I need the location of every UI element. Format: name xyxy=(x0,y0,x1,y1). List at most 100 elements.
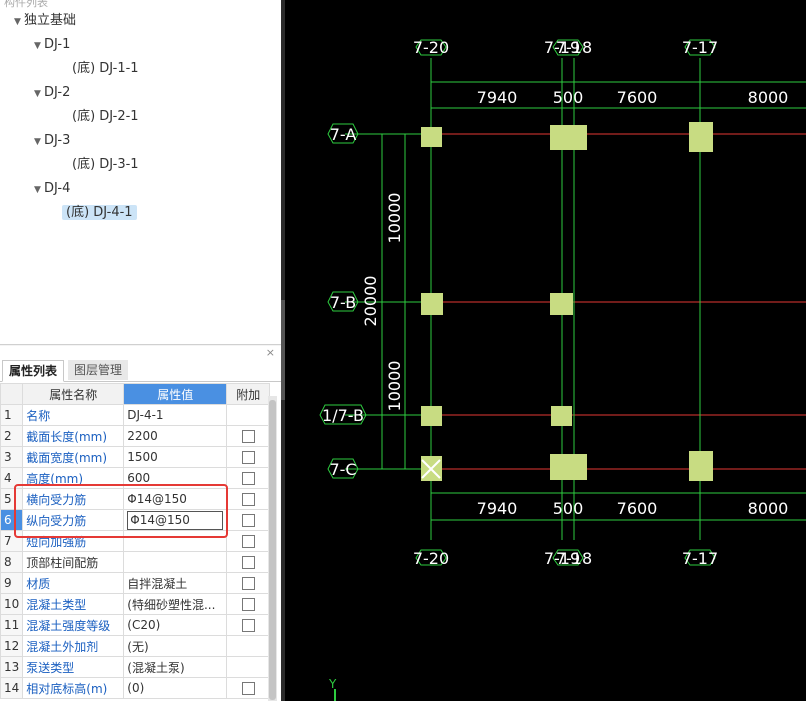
component-tree: 构件列表 ▼独立基础 ▼DJ-1 (底) DJ-1-1 ▼DJ-2 (底) DJ… xyxy=(0,0,282,345)
tree-node-dj3[interactable]: ▼DJ-3 xyxy=(34,131,70,151)
footing[interactable] xyxy=(550,125,587,150)
property-name: 截面宽度(mm) xyxy=(22,446,125,468)
property-value[interactable]: (混凝土泵) xyxy=(123,656,228,678)
add-checkbox[interactable] xyxy=(241,619,255,632)
add-cell xyxy=(226,467,271,489)
dim-label: 8000 xyxy=(748,88,789,107)
left-panel: 构件列表 ▼独立基础 ▼DJ-1 (底) DJ-1-1 ▼DJ-2 (底) DJ… xyxy=(0,0,283,701)
property-name: 相对底标高(m) xyxy=(22,677,125,699)
table-row[interactable]: 4 高度(mm) 600 xyxy=(0,467,271,489)
property-value[interactable]: (无) xyxy=(123,635,228,657)
tree-node-label: DJ-1 xyxy=(44,37,71,52)
caret-down-icon[interactable]: ▼ xyxy=(34,185,41,195)
dim-label: 7940 xyxy=(477,499,518,518)
footing[interactable] xyxy=(689,451,713,481)
scrollbar-thumb[interactable] xyxy=(269,400,276,700)
tree-node-dj2[interactable]: ▼DJ-2 xyxy=(34,83,70,103)
table-row[interactable]: 3 截面宽度(mm) 1500 xyxy=(0,446,271,468)
tree-leaf-dj2-1[interactable]: (底) DJ-2-1 xyxy=(72,107,139,127)
add-checkbox[interactable] xyxy=(241,598,255,611)
property-name: 名称 xyxy=(22,404,125,426)
table-row[interactable]: 10 混凝土类型 (特细砂塑性混... xyxy=(0,593,271,615)
tab-layer-manager[interactable]: 图层管理 xyxy=(68,360,129,380)
add-checkbox[interactable] xyxy=(241,472,255,485)
add-cell xyxy=(226,593,271,615)
property-value[interactable]: 2200 xyxy=(123,425,228,447)
add-checkbox[interactable] xyxy=(241,682,255,695)
axis-label: 7-19 xyxy=(544,549,580,568)
close-icon[interactable]: × xyxy=(265,346,275,359)
axis-bubble xyxy=(327,291,359,312)
caret-down-icon[interactable]: ▼ xyxy=(34,137,41,147)
tab-property-list[interactable]: 属性列表 xyxy=(2,360,65,382)
property-value[interactable]: (C20) xyxy=(123,614,228,636)
property-value[interactable]: (特细砂塑性混... xyxy=(123,593,228,615)
add-checkbox[interactable] xyxy=(241,514,255,527)
table-row[interactable]: 14 相对底标高(m) (0) xyxy=(0,677,271,699)
axis-bubble xyxy=(327,123,359,144)
footings[interactable] xyxy=(421,122,713,481)
table-row[interactable]: 11 混凝土强度等级 (C20) xyxy=(0,614,271,636)
splitter-grip[interactable] xyxy=(281,300,285,400)
table-row[interactable]: 9 材质 自拌混凝土 xyxy=(0,572,271,594)
footing[interactable] xyxy=(551,406,572,426)
property-value[interactable]: Φ14@150 xyxy=(123,488,228,510)
tree-node-label: DJ-4 xyxy=(44,181,71,196)
axis-label: 7-C xyxy=(329,460,356,479)
table-row[interactable]: 8 顶部柱间配筋 xyxy=(0,551,271,573)
dim-label: 7940 xyxy=(477,88,518,107)
footing[interactable] xyxy=(550,293,573,315)
axis-label: 7-17 xyxy=(682,38,718,57)
property-value-editor[interactable]: Φ14@150 xyxy=(127,510,224,530)
table-row[interactable]: 1 名称 DJ-4-1 xyxy=(0,404,271,426)
add-checkbox[interactable] xyxy=(241,451,255,464)
add-checkbox[interactable] xyxy=(241,535,255,548)
property-value[interactable]: (0) xyxy=(123,677,228,699)
axis-bubble xyxy=(319,404,367,425)
tree-leaf-dj3-1[interactable]: (底) DJ-3-1 xyxy=(72,155,139,175)
table-row-selected[interactable]: 6 纵向受力筋 Φ14@150 xyxy=(0,509,271,531)
tree-node-label: DJ-2 xyxy=(44,85,71,100)
property-value[interactable]: 自拌混凝土 xyxy=(123,572,228,594)
property-name: 泵送类型 xyxy=(22,656,125,678)
table-row[interactable]: 13 泵送类型 (混凝土泵) xyxy=(0,656,271,678)
add-cell xyxy=(226,635,271,657)
tree-leaf-label-selected: (底) DJ-4-1 xyxy=(62,205,137,220)
footing[interactable] xyxy=(550,454,587,480)
footing[interactable] xyxy=(421,406,442,426)
footing[interactable] xyxy=(421,127,442,147)
add-checkbox[interactable] xyxy=(241,577,255,590)
table-row[interactable]: 2 截面长度(mm) 2200 xyxy=(0,425,271,447)
dim-label: 8000 xyxy=(748,499,789,518)
axis-label: 7-18 xyxy=(556,38,592,57)
axis-labels-top: 7-20 7-19 7-18 7-17 xyxy=(413,38,718,57)
axis-labels-left: 7-A 7-B 1/7-B 7-C xyxy=(322,125,364,479)
add-checkbox[interactable] xyxy=(241,493,255,506)
tree-node-root[interactable]: ▼独立基础 xyxy=(14,11,76,31)
add-checkbox[interactable] xyxy=(241,430,255,443)
cad-drawing-canvas[interactable]: 7-20 7-19 7-18 7-17 7-20 7-19 7-18 7-17 … xyxy=(285,0,806,701)
property-value[interactable] xyxy=(123,551,228,573)
property-name: 顶部柱间配筋 xyxy=(22,551,125,573)
caret-down-icon[interactable]: ▼ xyxy=(14,17,21,27)
cad-drawing[interactable]: 7-20 7-19 7-18 7-17 7-20 7-19 7-18 7-17 … xyxy=(285,0,806,701)
property-value[interactable]: 600 xyxy=(123,467,228,489)
tree-node-dj4[interactable]: ▼DJ-4 xyxy=(34,179,70,199)
axis-label: 7-17 xyxy=(682,549,718,568)
axis-bubble xyxy=(415,549,447,566)
tree-node-dj1[interactable]: ▼DJ-1 xyxy=(34,35,70,55)
row-number: 14 xyxy=(0,677,24,699)
add-checkbox[interactable] xyxy=(241,556,255,569)
tree-leaf-dj1-1[interactable]: (底) DJ-1-1 xyxy=(72,59,139,79)
footing[interactable] xyxy=(689,122,713,152)
table-row[interactable]: 12 混凝土外加剂 (无) xyxy=(0,635,271,657)
axis-bubble xyxy=(415,39,447,56)
property-value[interactable]: DJ-4-1 xyxy=(123,404,228,426)
footing[interactable] xyxy=(421,293,443,315)
axis-label: 7-18 xyxy=(556,549,592,568)
caret-down-icon[interactable]: ▼ xyxy=(34,89,41,99)
caret-down-icon[interactable]: ▼ xyxy=(34,41,41,51)
tree-leaf-dj4-1[interactable]: (底) DJ-4-1 xyxy=(62,203,137,223)
property-value[interactable]: 1500 xyxy=(123,446,228,468)
add-cell xyxy=(226,488,271,510)
